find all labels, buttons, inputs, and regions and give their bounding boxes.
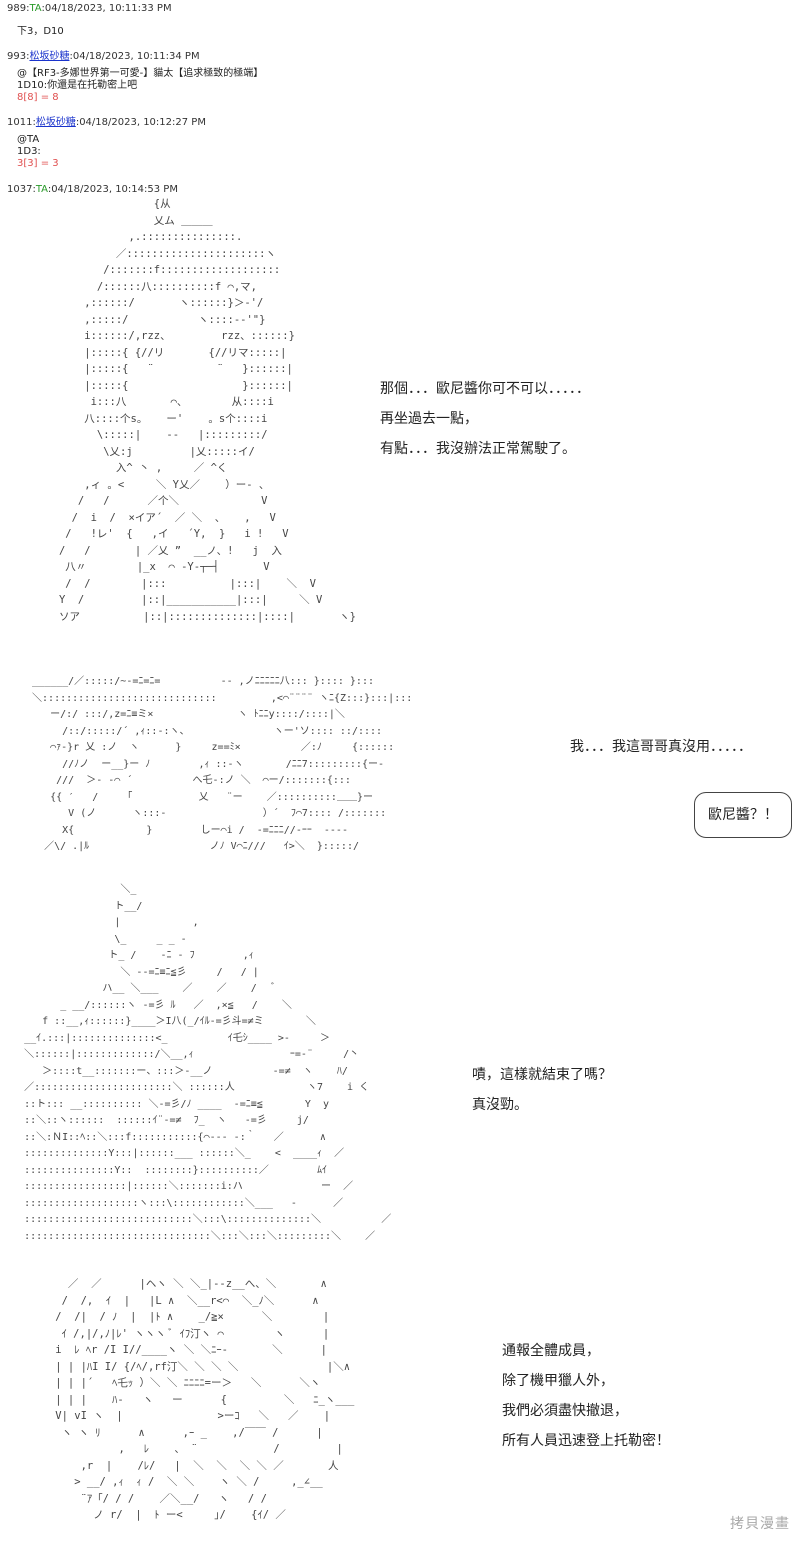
watermark: 拷貝漫畫	[730, 1516, 790, 1532]
dialogue-line: 除了機甲獵人外，	[502, 1373, 614, 1389]
post-body: 下3，D10	[17, 26, 64, 37]
dialogue-2: 我．．．我這哥哥真沒用．．．．．	[570, 739, 752, 755]
post-author-link[interactable]: 松坂砂糖	[29, 51, 70, 62]
ascii-art-commander: ／ ／ |ヘヽ ＼ ＼_|‐-z__へ、＼ ∧ / /, ｲ | |L ∧ ＼_…	[55, 1278, 355, 1521]
post-header: 993:松坂砂糖:04/18/2023, 10:11:34 PM	[7, 51, 200, 62]
post-author: TA	[29, 3, 42, 14]
post-author-link[interactable]: 松坂砂糖	[35, 117, 76, 128]
post-time: :04/18/2023, 10:11:33 PM	[41, 3, 172, 14]
post-time: :04/18/2023, 10:11:34 PM	[69, 51, 200, 62]
post-header: 1011:松坂砂糖:04/18/2023, 10:12:27 PM	[7, 117, 206, 128]
dialogue-3: 嘖，這樣就結束了嗎？ 真沒勁。	[472, 1060, 612, 1120]
post-header: 989:TA:04/18/2023, 10:11:33 PM	[7, 3, 172, 14]
post-header: 1037:TA:04/18/2023, 10:14:53 PM	[7, 184, 178, 195]
post-author: TA	[35, 184, 48, 195]
dialogue-line: 那個．．．歐尼醬你可不可以．．．．．	[380, 381, 590, 397]
ascii-art-character: ＼_ ト__/ | , \_ _ _ ‐ ト_ / -ﾆ ‐ ﾌ ,ｨ ＼ --…	[24, 884, 392, 1242]
post-line: @TA	[17, 134, 40, 145]
post-number: 1037	[7, 184, 33, 195]
dialogue-line: 通報全體成員，	[502, 1343, 600, 1359]
post-line: @【RF3-多娜世界第一可愛-】貓太【追求極致的極端】	[17, 68, 264, 79]
ascii-art-two-characters: ______/／:::::/~-=ﾆ=ﾆ= -- ,ノﾆﾆﾆﾆﾆ八::: }::…	[32, 676, 413, 852]
dialogue-line: 我們必須盡快撤退，	[502, 1403, 628, 1419]
dialogue-line: 有點．．．我沒辦法正常駕駛了。	[380, 441, 576, 457]
speech-bubble: 歐尼醬？！	[694, 792, 792, 838]
post-line: 1D3:	[17, 146, 41, 157]
post-body: @【RF3-多娜世界第一可愛-】貓太【追求極致的極端】1D10:你還是在托勒密上…	[17, 68, 263, 104]
dice-result: 3[3] = 3	[17, 158, 59, 169]
post-time: :04/18/2023, 10:14:53 PM	[47, 184, 178, 195]
dialogue-line: 所有人員迅速登上托勒密！	[502, 1433, 670, 1449]
post-number: 993	[7, 51, 27, 62]
post-time: :04/18/2023, 10:12:27 PM	[75, 117, 206, 128]
dialogue-line: 真沒勁。	[472, 1097, 528, 1113]
dialogue-4: 通報全體成員， 除了機甲獵人外， 我們必須盡快撤退， 所有人員迅速登上托勒密！	[502, 1336, 670, 1456]
post-number: 1011	[7, 117, 33, 128]
post-number: 989	[7, 3, 27, 14]
dialogue-line: 再坐過去一點，	[380, 411, 478, 427]
dialogue-1: 那個．．．歐尼醬你可不可以．．．．． 再坐過去一點， 有點．．．我沒辦法正常駕駛…	[380, 374, 590, 464]
ascii-art-girl: {从 乂ム ＿＿＿ ,.:::::::::::::::. ／::::::::::…	[58, 198, 356, 623]
post-line: 1D10:你還是在托勒密上吧	[17, 80, 138, 91]
dice-result: 8[8] = 8	[17, 92, 59, 103]
dialogue-line: 嘖，這樣就結束了嗎？	[472, 1067, 612, 1083]
